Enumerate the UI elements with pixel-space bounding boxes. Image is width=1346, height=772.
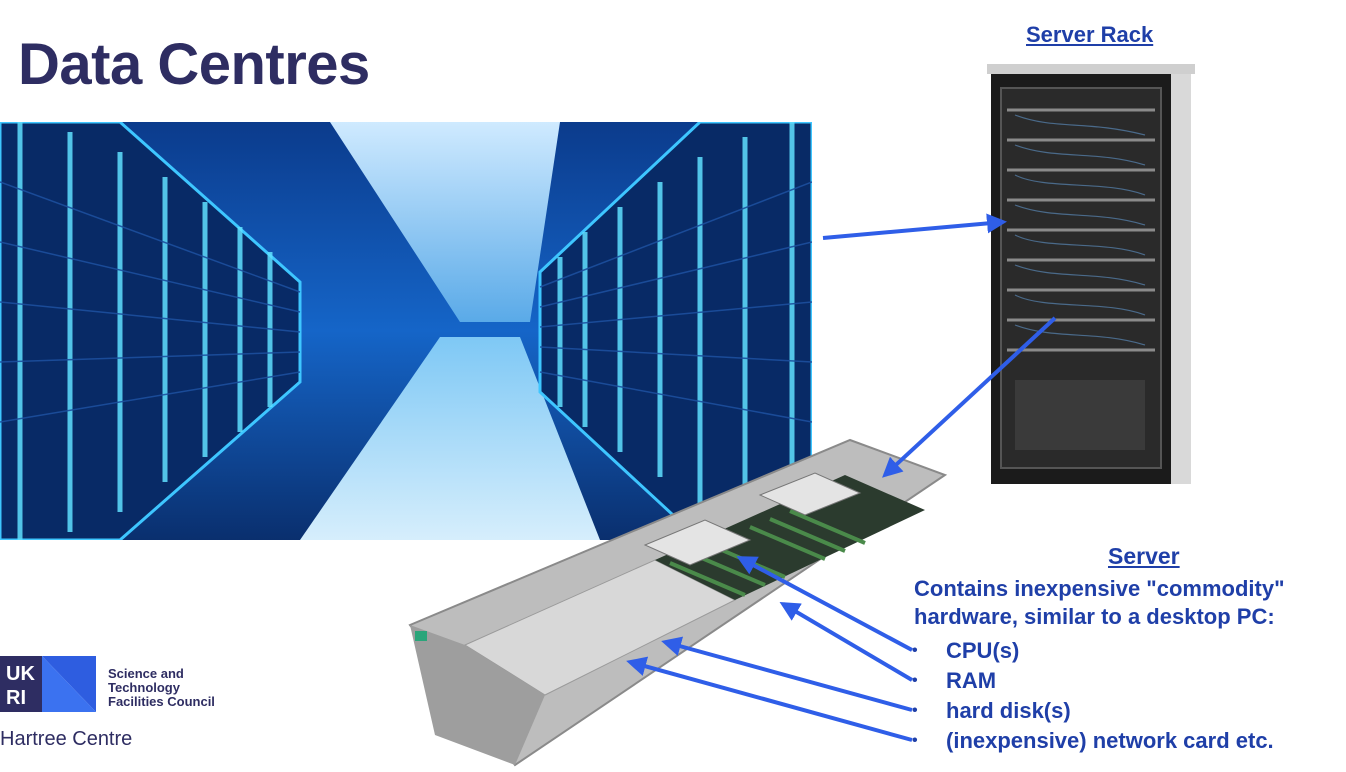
bullet-icon: • [912,702,918,719]
stfc-name: Science and Technology Facilities Counci… [108,666,215,709]
component-list: •CPU(s) •RAM •hard disk(s) •(inexpensive… [912,636,1274,756]
description-line: hardware, similar to a desktop PC: [914,604,1275,629]
bullet-icon: • [912,732,918,749]
ukri-stfc-logo: UK RI [0,656,96,712]
hartree-centre-label: Hartree Centre [0,728,133,750]
slide-title: Data Centres [18,32,370,97]
server-description: Contains inexpensive "commodity" hardwar… [914,575,1285,631]
component-network-card: •(inexpensive) network card etc. [912,726,1274,756]
server-label: Server [1108,543,1180,569]
component-cpu: •CPU(s) [912,636,1274,666]
server-blade-photo [408,438,948,767]
server-rack-photo [987,64,1195,484]
data-centre-photo [0,122,812,540]
description-line: Contains inexpensive "commodity" [914,576,1285,601]
svg-text:RI: RI [6,687,26,709]
component-ram: •RAM [912,666,1274,696]
logo-mark-text: UK [6,663,35,685]
component-hard-disk: •hard disk(s) [912,696,1274,726]
bullet-icon: • [912,642,918,659]
bullet-icon: • [912,672,918,689]
server-rack-label: Server Rack [1026,22,1154,47]
